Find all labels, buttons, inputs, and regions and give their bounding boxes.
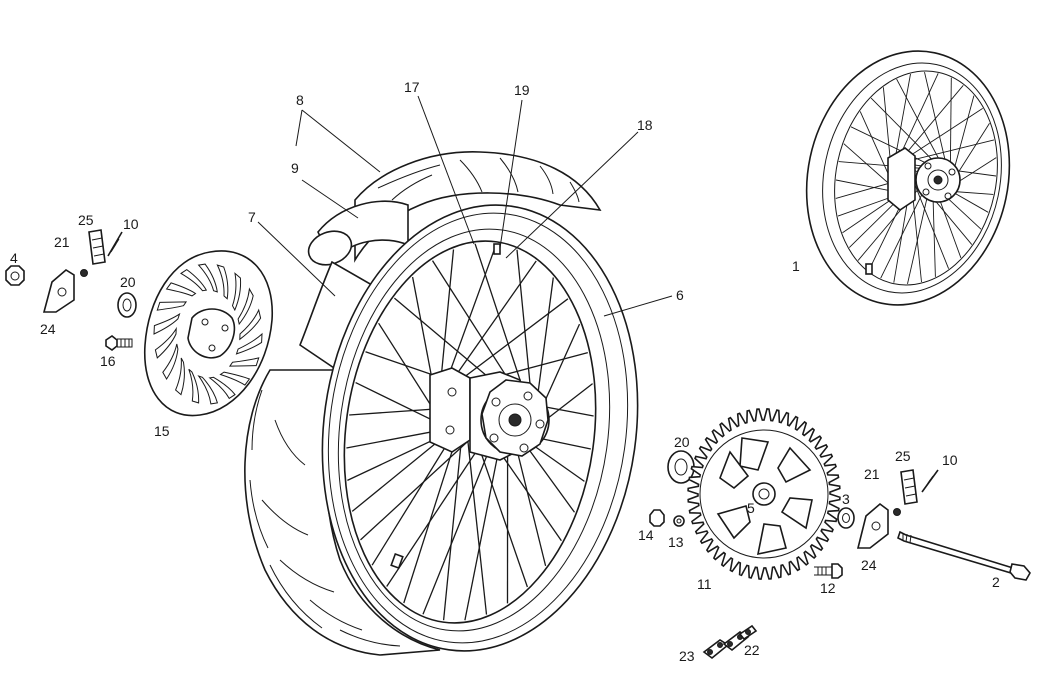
callout-25-right: 25 [895,448,911,464]
spoke [474,243,529,406]
spoke [513,439,547,567]
disc-vent [208,376,236,400]
disc-vent [165,282,197,297]
right-small-parts [649,450,1031,660]
spoke [422,429,499,615]
callout-15: 15 [154,423,170,439]
callout-24-right: 24 [861,557,877,573]
callout-19: 19 [514,82,530,98]
callout-labels: 1 2 3 4 5 6 7 8 9 10 10 11 12 13 14 15 1… [10,79,1000,664]
chain-links [702,624,758,660]
disc-vent [216,264,229,300]
brake-disc-vents [153,263,263,405]
inner-tube [299,200,409,374]
spoke [850,126,934,168]
disc-vent [197,375,219,405]
disc-vent [180,268,208,292]
callout-20-left: 20 [120,274,136,290]
spoke [949,77,952,174]
disc-vent [197,263,218,293]
disc-vent [239,308,262,341]
callout-11: 11 [697,576,712,592]
leader-lines [257,95,673,317]
brake-disc [144,250,273,417]
disc-vent [156,301,188,311]
disc-vent [228,357,260,367]
callout-6: 6 [676,287,684,303]
disc-vent [231,272,242,312]
disc-vent [174,357,185,396]
callout-5: 5 [747,500,755,516]
spoke [907,190,930,284]
assembled-wheel [805,50,1011,306]
spoke [896,78,944,168]
spoke [464,434,503,621]
spoke [937,193,962,259]
sprocket [687,408,841,580]
callout-17: 17 [404,79,420,95]
callout-18: 18 [637,117,653,133]
spoke [951,95,975,179]
spoke [870,97,939,167]
disc-vent [219,371,251,386]
spoke [346,428,446,449]
callout-14: 14 [638,527,654,543]
disc-vent [154,326,177,359]
spoke [932,192,936,277]
spoke [371,431,456,566]
callout-1: 1 [792,258,800,274]
callout-22: 22 [744,642,760,658]
spoke [899,108,983,163]
callout-20-right: 20 [674,434,690,450]
spoke [378,322,440,419]
spoke [444,260,537,392]
left-small-parts [5,229,137,351]
callout-25-left: 25 [78,212,94,228]
spoke [442,423,464,621]
disc-vent [237,287,254,326]
callout-2: 2 [992,574,1000,590]
disc-vent [188,368,200,404]
callout-16: 16 [100,353,116,369]
spoke [448,298,569,389]
spoke [924,71,948,170]
spoke [880,186,927,279]
callout-3: 3 [842,491,850,507]
callout-23: 23 [679,648,695,664]
spoke [835,179,898,193]
spoke [464,416,488,615]
disc-vent [153,312,181,335]
spoke [903,139,995,163]
callout-7: 7 [248,209,256,225]
callout-9: 9 [291,160,299,176]
spoke [351,431,451,512]
main-wheel [321,204,639,652]
callout-12: 12 [820,580,836,596]
disc-vent [162,343,179,380]
callout-10-left: 10 [123,216,139,232]
spoke [843,143,895,189]
spoke [355,382,442,426]
callout-8: 8 [296,92,304,108]
callout-21-left: 21 [54,234,70,250]
callout-24-left: 24 [40,321,56,337]
disc-vent [235,332,263,355]
callout-10-right: 10 [942,452,958,468]
callout-21-right: 21 [864,466,880,482]
spoke [911,177,950,269]
callout-4: 4 [10,250,18,266]
callout-13: 13 [668,534,684,550]
